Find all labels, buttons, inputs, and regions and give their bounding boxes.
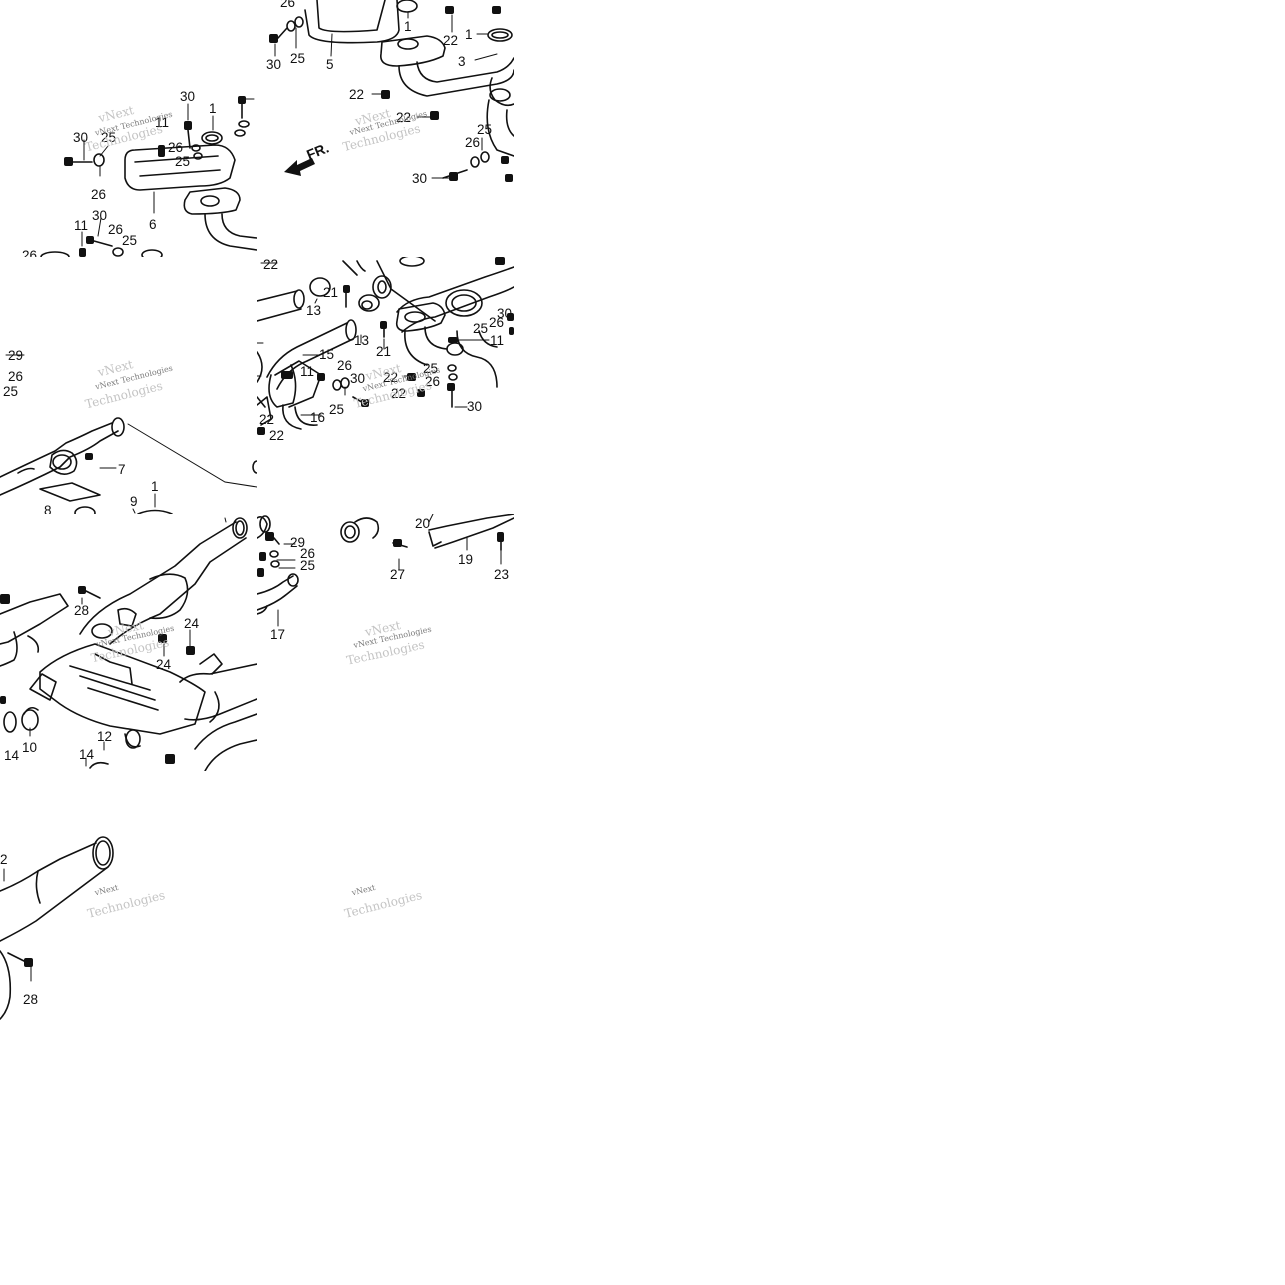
callout-30: 30 xyxy=(266,57,281,72)
callout-26: 26 xyxy=(337,358,352,373)
callout-11: 11 xyxy=(74,218,88,233)
tile-exhaust-pipe-15: 22 21 13 13 21 15 11 26 30 25 16 22 22 2… xyxy=(257,257,514,514)
callout-17: 17 xyxy=(270,627,285,642)
callout-25: 25 xyxy=(329,402,344,417)
callout-24: 24 xyxy=(184,616,200,631)
callout-8: 8 xyxy=(44,503,52,514)
front-direction-arrow: FR. xyxy=(284,139,331,176)
callout-20: 20 xyxy=(415,516,430,531)
callout-25: 25 xyxy=(423,361,438,376)
callout-2: 2 xyxy=(0,852,8,867)
callout-11: 11 xyxy=(490,333,504,348)
callout-26: 26 xyxy=(280,0,295,10)
callout-28: 28 xyxy=(74,603,89,618)
callout-30: 30 xyxy=(73,130,88,145)
svg-text:FR.: FR. xyxy=(304,139,331,162)
callout-26: 26 xyxy=(22,248,37,257)
watermark: vNext Technologies xyxy=(86,883,166,921)
callout-9: 9 xyxy=(130,494,138,509)
tile-tail-pipe-19: 29 26 25 17 20 19 23 27 vNext vNext Tech… xyxy=(257,514,514,771)
callout-21: 21 xyxy=(323,285,338,300)
callout-26: 26 xyxy=(300,546,315,561)
callout-30: 30 xyxy=(467,399,482,414)
callout-22: 22 xyxy=(443,33,458,48)
callout-26: 26 xyxy=(425,374,440,389)
callout-22: 22 xyxy=(259,412,274,427)
callout-25: 25 xyxy=(473,321,488,336)
callout-26: 26 xyxy=(108,222,123,237)
callout-12: 12 xyxy=(97,729,112,744)
callout-25: 25 xyxy=(3,384,18,399)
callout-13: 13 xyxy=(354,333,369,348)
callout-24: 24 xyxy=(156,657,172,672)
callout-14: 14 xyxy=(79,747,95,762)
callout-27: 27 xyxy=(390,567,405,582)
callout-1: 1 xyxy=(404,19,412,34)
callout-3: 3 xyxy=(458,54,466,69)
watermark: vNext vNext Technologies Technologies xyxy=(341,106,428,154)
callout-25: 25 xyxy=(175,154,190,169)
callout-1: 1 xyxy=(209,101,217,116)
callout-5: 5 xyxy=(326,57,334,72)
callout-23: 23 xyxy=(494,567,509,582)
callout-13: 13 xyxy=(306,303,321,318)
callout-10: 10 xyxy=(22,740,37,755)
callout-14: 14 xyxy=(4,748,20,763)
callout-29: 29 xyxy=(8,348,23,363)
watermark: vNext Technologies xyxy=(343,883,423,921)
callout-30: 30 xyxy=(412,171,427,186)
watermark: vNext vNext Technologies Technologies xyxy=(345,618,432,668)
callout-25: 25 xyxy=(101,130,116,145)
callout-22: 22 xyxy=(396,110,411,125)
callout-26: 26 xyxy=(465,135,480,150)
callout-26: 26 xyxy=(489,315,504,330)
callout-11: 11 xyxy=(155,115,169,130)
callout-26: 26 xyxy=(91,187,106,202)
callout-22: 22 xyxy=(383,370,398,385)
tile-exhaust-pipe-7: 29 26 25 7 9 1 8 vNext vNext Technologie… xyxy=(0,257,257,514)
watermark: vNext vNext Technologies Technologies xyxy=(353,361,442,411)
callout-6: 6 xyxy=(149,217,157,232)
callout-7: 7 xyxy=(118,462,126,477)
tile-exhaust-manifold-6: 30 1 11 26 25 30 25 26 6 11 30 26 25 26 … xyxy=(0,0,257,257)
watermark: vNext vNext Technologies Technologies xyxy=(84,357,174,411)
callout-30: 30 xyxy=(350,371,365,386)
callout-25: 25 xyxy=(300,558,315,573)
callout-26: 26 xyxy=(8,369,23,384)
callout-22: 22 xyxy=(269,428,284,443)
tile-blank: vNext Technologies xyxy=(257,771,514,1028)
callout-22: 22 xyxy=(263,257,278,272)
callout-25: 25 xyxy=(477,122,492,137)
callout-16: 16 xyxy=(310,410,325,425)
callout-15: 15 xyxy=(319,347,334,362)
tile-muffler-18: 18 28 24 24 10 14 12 14 vNext vNext Tech… xyxy=(0,514,257,771)
callout-26: 26 xyxy=(168,140,183,155)
callout-30: 30 xyxy=(180,89,195,104)
callout-19: 19 xyxy=(458,552,473,567)
exhaust-parts-diagram: 30 1 11 26 25 30 25 26 6 11 30 26 25 26 … xyxy=(0,0,515,1030)
callout-1: 1 xyxy=(151,479,159,494)
callout-25: 25 xyxy=(290,51,305,66)
callout-30: 30 xyxy=(497,306,512,321)
callout-29: 29 xyxy=(290,535,305,550)
callout-22: 22 xyxy=(391,386,406,401)
callout-1: 1 xyxy=(465,27,473,42)
tile-exhaust-pipe-3: 26 30 25 5 1 22 1 3 22 22 25 26 30 FR. v… xyxy=(257,0,514,257)
callout-30: 30 xyxy=(92,208,107,223)
svg-text:vNext: vNext xyxy=(93,883,120,898)
svg-text:vNext: vNext xyxy=(350,883,377,898)
tile-muffler-2: 2 28 vNext Technologies xyxy=(0,771,257,1028)
callout-28: 28 xyxy=(23,992,38,1007)
callout-22: 22 xyxy=(349,87,364,102)
callout-25: 25 xyxy=(122,233,137,248)
callout-18: 18 xyxy=(217,514,232,517)
callout-11: 11 xyxy=(300,364,314,379)
callout-21: 21 xyxy=(376,344,391,359)
